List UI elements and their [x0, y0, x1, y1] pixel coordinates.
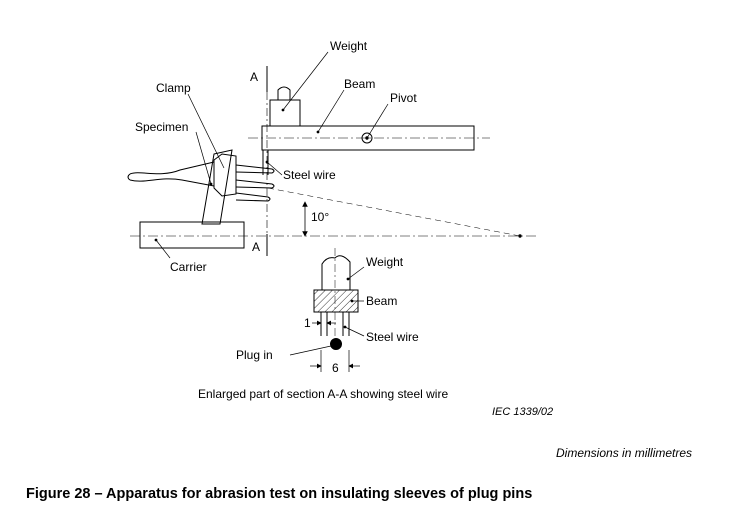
label-steel-wire-top: Steel wire	[283, 168, 336, 182]
detail-section	[313, 248, 359, 350]
label-specimen: Specimen	[135, 120, 188, 134]
weight-block	[269, 86, 301, 127]
label-section-a-top: A	[250, 70, 258, 84]
leader-lines-top	[155, 51, 389, 259]
dimension-1: 1	[304, 316, 311, 330]
figure-caption: Figure 28 – Apparatus for abrasion test …	[26, 486, 533, 502]
label-section-a-bottom: A	[252, 240, 260, 254]
specimen-assembly	[127, 149, 275, 225]
label-beam-detail: Beam	[366, 294, 397, 308]
dimension-6: 6	[332, 361, 339, 375]
label-pivot: Pivot	[390, 91, 417, 105]
leader-lines-detail	[289, 266, 365, 356]
label-beam-top: Beam	[344, 77, 375, 91]
dimensions-note: Dimensions in millimetres	[556, 446, 693, 460]
label-clamp: Clamp	[156, 81, 191, 95]
pivot	[361, 132, 373, 144]
label-steel-wire-detail: Steel wire	[366, 330, 419, 344]
label-weight-top: Weight	[330, 39, 368, 53]
detail-dimension-lines	[310, 320, 360, 372]
label-weight-detail: Weight	[366, 255, 404, 269]
label-plug-in: Plug in	[236, 348, 273, 362]
detail-caption: Enlarged part of section A-A showing ste…	[198, 387, 448, 401]
iec-reference: IEC 1339/02	[492, 406, 553, 418]
label-angle: 10°	[311, 210, 329, 224]
angle-reference-lines	[130, 187, 538, 238]
beam	[248, 125, 490, 151]
label-carrier: Carrier	[170, 260, 207, 274]
carrier	[139, 221, 245, 249]
